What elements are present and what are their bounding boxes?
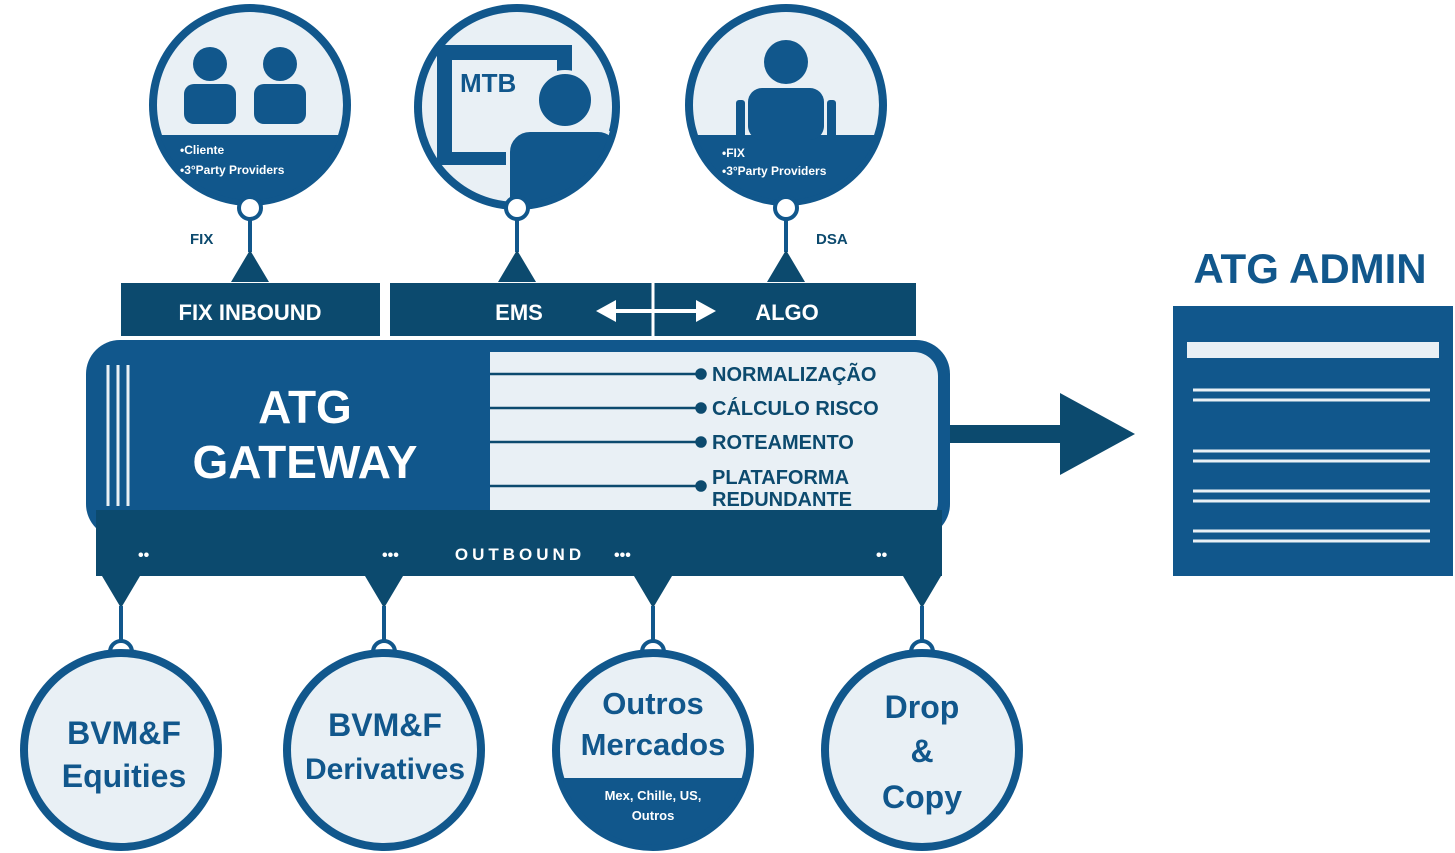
bvmf-equities-node: BVM&F Equities [20, 649, 222, 851]
admin-arrow [950, 393, 1135, 475]
gateway-stripes [106, 365, 130, 506]
bottom-connectors [102, 576, 941, 665]
outros-line1: Outros [602, 686, 704, 721]
outbound-dots-center-left: ••• [382, 547, 399, 564]
bidirectional-arrow-icon [596, 283, 716, 336]
feature-calculo-risco: CÁLCULO RISCO [712, 397, 879, 420]
outbound-label: OUTBOUND [455, 545, 585, 564]
outros-sub-line2: Outros [632, 808, 675, 823]
gateway-title-line2: GATEWAY [193, 436, 418, 488]
derivatives-line1: BVM&F [328, 707, 442, 743]
document-list-icon [1173, 306, 1453, 576]
outbound-dots-center-right: ••• [614, 547, 631, 564]
algo-user-note-2: •3°Party Providers [722, 164, 827, 178]
equities-line2: Equities [62, 758, 186, 794]
two-users-icon [184, 47, 306, 124]
mtb-screen-label: MTB [460, 68, 516, 98]
derivatives-line2: Derivatives [305, 753, 465, 786]
fix-client-note-1: •Cliente [180, 143, 225, 157]
feature-redundante: REDUNDANTE [712, 489, 852, 511]
atg-gateway: ATG GATEWAY NORMALIZAÇÃO CÁLCULO RISCO R… [86, 340, 950, 576]
algo-user-node: •FIX •3°Party Providers DSA [685, 4, 887, 282]
feature-plataforma: PLATAFORMA [712, 467, 849, 489]
fix-inbound-arrow [231, 250, 269, 282]
algo-arrow [767, 250, 805, 282]
admin-title: ATG ADMIN [1193, 245, 1426, 292]
gateway-title-block [98, 352, 490, 510]
drop-copy-line3: Copy [882, 779, 962, 815]
outros-mercados-node: Outros Mercados Mex, Chille, US, Outros [552, 649, 754, 851]
dsa-connector-label: DSA [816, 231, 848, 248]
drop-copy-line2: & [910, 733, 933, 769]
outros-line2: Mercados [581, 727, 726, 762]
algo-user-note-1: •FIX [722, 146, 745, 160]
feature-normalizacao: NORMALIZAÇÃO [712, 363, 876, 386]
gateway-title-line1: ATG [258, 381, 352, 433]
atg-admin: ATG ADMIN [1173, 245, 1453, 576]
drop-copy-node: Drop & Copy [821, 649, 1023, 851]
fix-connector-label: FIX [190, 231, 213, 248]
outros-sub-line1: Mex, Chille, US, [605, 788, 702, 803]
drop-copy-line1: Drop [885, 689, 960, 725]
feature-roteamento: ROTEAMENTO [712, 432, 854, 454]
mtb-node: MTB [414, 4, 620, 282]
monitor-user-icon [437, 45, 613, 203]
fix-inbound-label: FIX INBOUND [179, 300, 322, 325]
outbound-dots-right: •• [876, 547, 888, 564]
fix-client-node: •Cliente •3°Party Providers FIX [149, 4, 351, 282]
single-user-icon [736, 40, 836, 140]
equities-line1: BVM&F [67, 715, 181, 751]
outbound-dots-left: •• [138, 547, 150, 564]
ems-label: EMS [495, 300, 543, 325]
outbound-band [96, 510, 942, 576]
bvmf-derivatives-node: BVM&F Derivatives [283, 649, 485, 851]
feature-connectors [490, 368, 707, 492]
algo-label: ALGO [755, 300, 819, 325]
fix-inbound-block [121, 283, 380, 336]
fix-client-note-2: •3°Party Providers [180, 163, 285, 177]
ems-arrow [498, 250, 536, 282]
inbound-bar: FIX INBOUND EMS ALGO [121, 283, 916, 336]
